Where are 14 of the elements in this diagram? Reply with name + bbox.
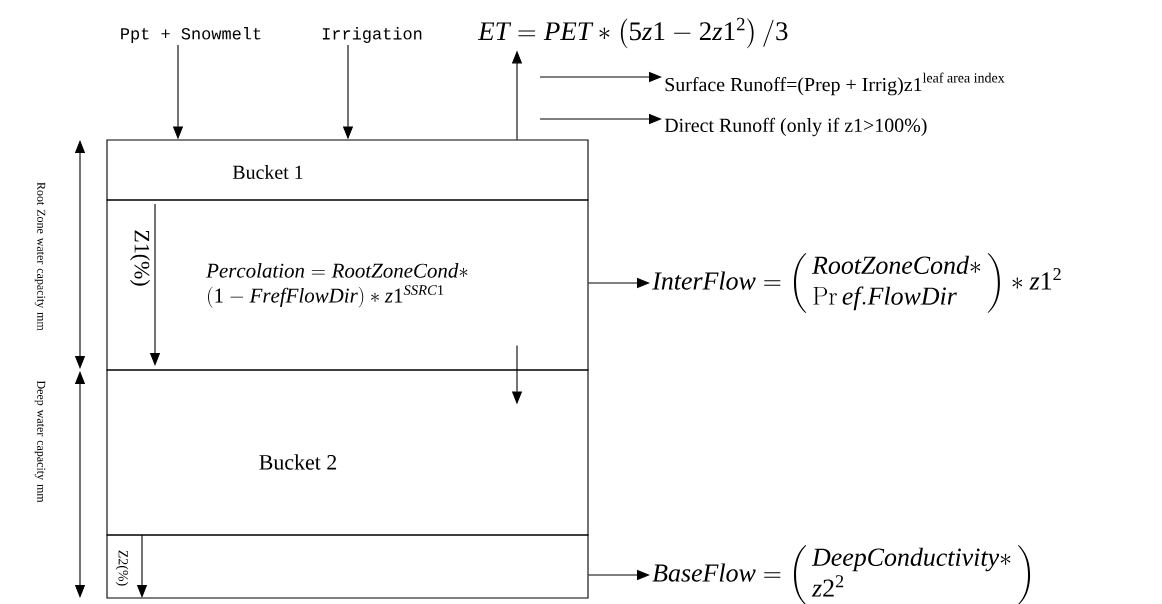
input-label: Irrigation — [322, 27, 422, 43]
depth-label: Z2(%) — [115, 550, 129, 586]
depth-label: Z1(%) — [130, 230, 150, 286]
formula: $InterFlow = \left(\begin{array}{l} RootZoneCond * \\ \mathrm{Pr}\,ef.FlowDir \end{array}\right) * z1^{2}$ — [652, 253, 1061, 313]
band-label: Bucket 1 — [232, 165, 303, 179]
axis-label: Root Zone water capacity mm — [34, 182, 46, 331]
formula: $ET = PET * \left(5z1 - 2z1^{2}\right)/3$ — [477, 17, 788, 49]
band-label: Bucket 2 — [259, 454, 337, 470]
flow-label: Direct Runoff (only if z1>100%) — [664, 117, 927, 137]
input-label: Ppt + Snowmelt — [121, 27, 261, 43]
flow-label: $\text{Surface Runoff=(Prep + Irrig)z1}^{\text{leaf area index}}$ — [665, 72, 1005, 96]
formula: $BaseFlow = \left(\begin{array}{l} DeepConductivity * \\ z2^{2} \end{array}\right)$ — [652, 545, 1031, 604]
axis-label: Deep water capacity mm — [34, 380, 46, 503]
formula: $\begin{array}{l} Percolation = RootZoneCond * \\ \left(1 - FrefFlowDir\right) * z1^{SSRC1} \end{array}$ — [206, 263, 468, 308]
